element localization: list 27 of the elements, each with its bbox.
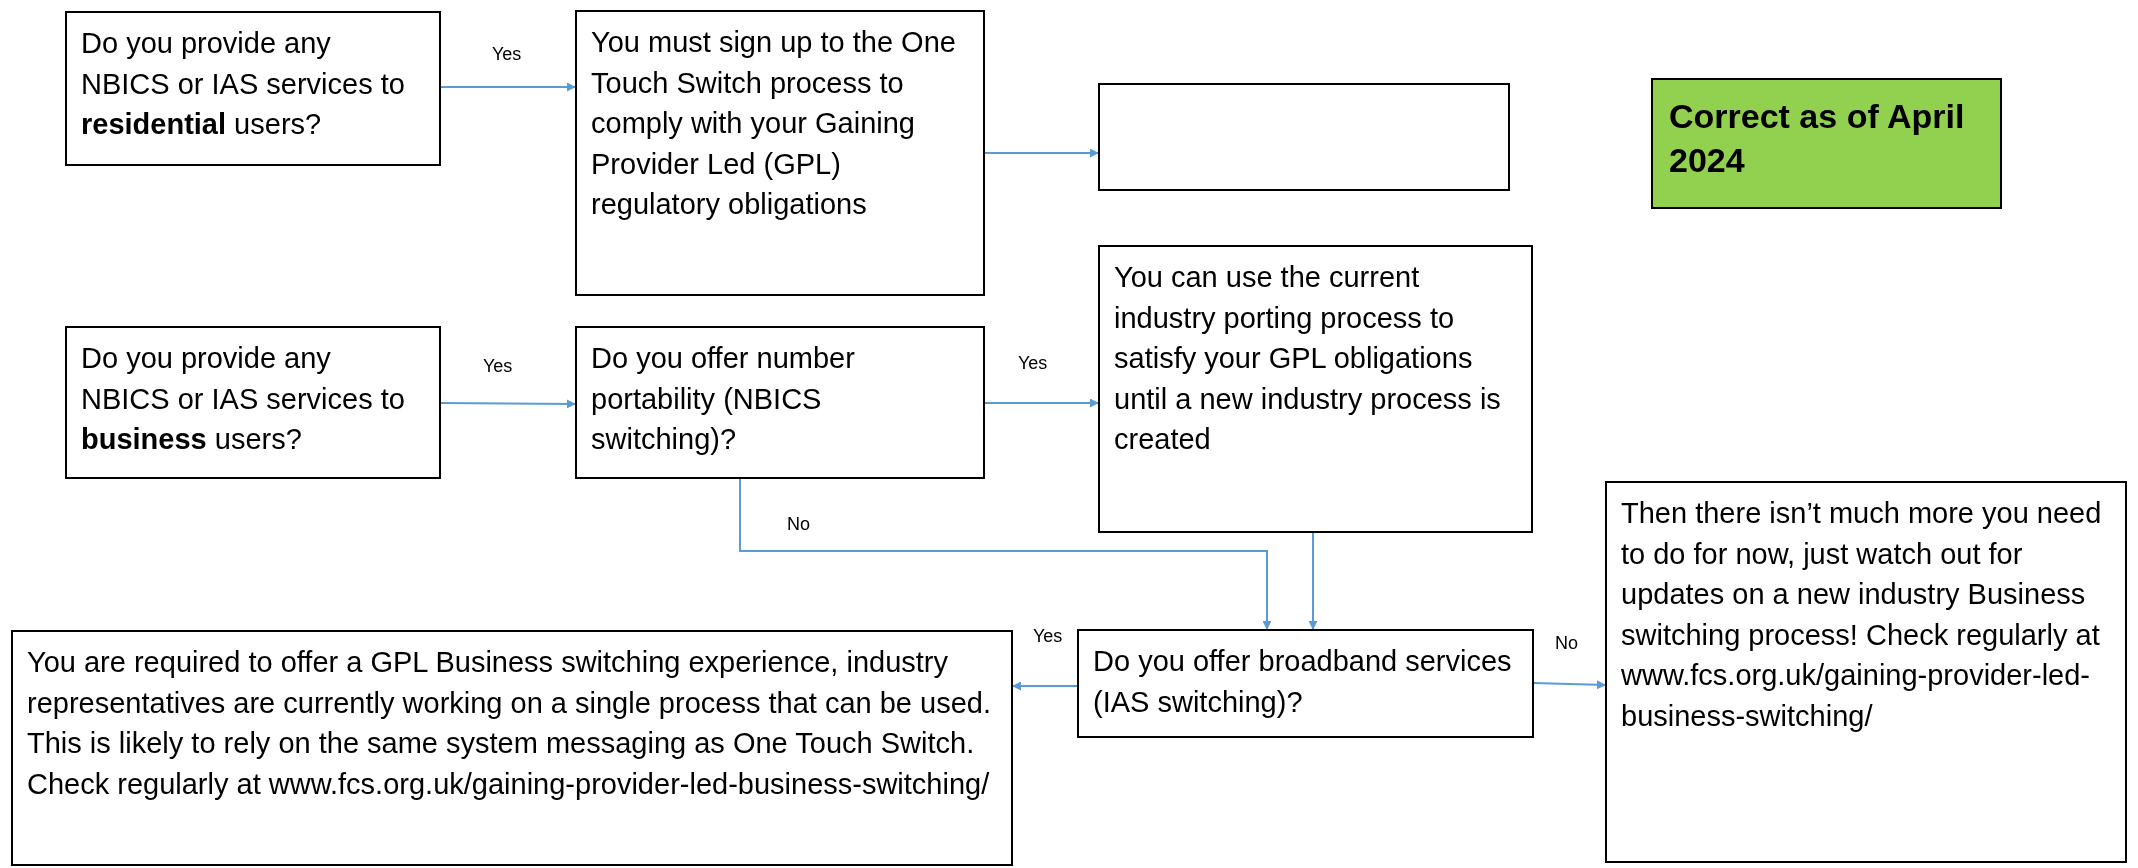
- arrow: [440, 82, 576, 92]
- arrow: [1308, 532, 1318, 630]
- box-text: You must sign up to the One Touch Switch process to comply with your Gaining Provider Led (GPL) regulatory obligations: [591, 25, 957, 223]
- box-text: You are required to offer a GPL Business switching experience, industry representatives are currently working on a single process that can be used. This is likely to rely on the same system messaging as One Touch Switch. Check regularly at www.fcs.org.uk/gaining-provider-led-business-switching/: [27, 645, 992, 802]
- box-text: Do you provide any NBICS or IAS services to business users?: [81, 341, 406, 458]
- arrow: [1533, 680, 1606, 690]
- box-text: Do you offer broadband services (IAS switching)?: [1093, 644, 1513, 720]
- arrow: [984, 148, 1099, 158]
- decision-box: [575, 326, 985, 479]
- decision-box: [65, 11, 441, 166]
- process-box: [11, 630, 1013, 866]
- arrow: [739, 478, 1272, 630]
- box-text: Do you offer number portability (NBICS switching)?: [591, 341, 856, 458]
- arrow: [1012, 681, 1078, 691]
- note-box: [1651, 78, 2002, 209]
- process-box: [575, 10, 985, 296]
- process-box: [1098, 245, 1533, 533]
- decision-box: [65, 326, 441, 479]
- empty-box: [1098, 83, 1510, 191]
- box-text: Then there isn’t much more you need to do for now, just watch out for updates on a new industry Business switching process! Check regularly at www.fcs.org.uk/gaining-provider-led-business-switching/: [1621, 496, 2103, 734]
- box-text: Do you provide any NBICS or IAS services to residential users?: [81, 26, 406, 143]
- note-text: Correct as of April 2024: [1669, 96, 1966, 182]
- arrow: [984, 398, 1099, 408]
- box-text: You can use the current industry porting process to satisfy your GPL obligations until a new industry process is created: [1114, 260, 1502, 458]
- decision-box: [1077, 629, 1534, 738]
- arrow: [440, 399, 576, 409]
- process-box: [1605, 481, 2127, 863]
